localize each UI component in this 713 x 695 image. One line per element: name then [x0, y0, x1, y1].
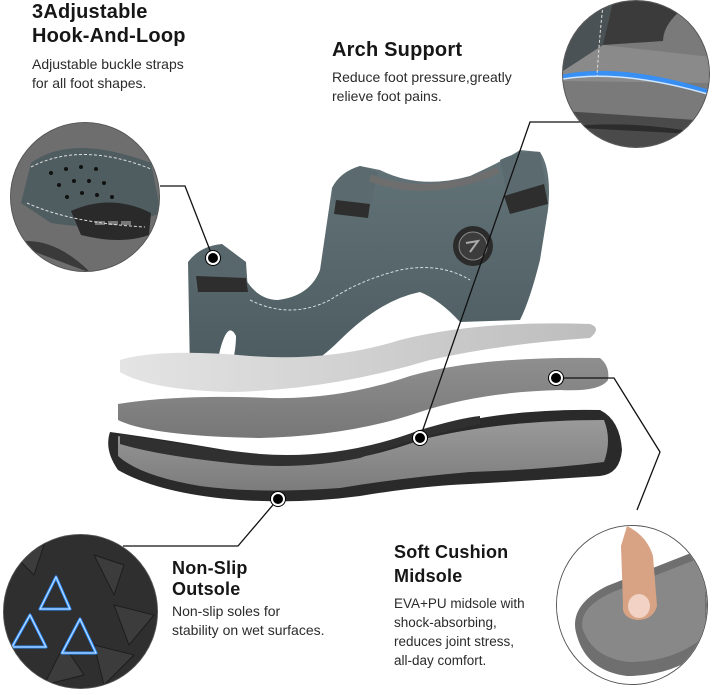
midsole-feature: Soft Cushion Midsole EVA+PU midsole with… [394, 540, 525, 670]
hook-loop-feature: 3Adjustable Hook-And-Loop Adjustable buc… [32, 0, 186, 93]
outsole-title-line2: Outsole [172, 579, 241, 599]
midsole-layer [118, 357, 609, 438]
hook-loop-desc-line2: for all foot shapes. [32, 75, 147, 91]
hook-loop-callout-dot [206, 251, 220, 265]
arch-support-desc-line2: relieve foot pains. [332, 88, 442, 104]
midsole-desc-line3: reduces joint stress, [394, 634, 515, 649]
midsole-title-line2: Midsole [394, 566, 463, 586]
strap-closeup-icon [10, 122, 160, 272]
midsole-desc-line1: EVA+PU midsole with [394, 596, 525, 611]
arch-closeup-icon [562, 0, 710, 148]
tread-closeup-icon [3, 534, 158, 689]
arch-support-feature: Arch Support Reduce foot pressure,greatl… [332, 38, 512, 106]
arch-support-desc-line1: Reduce foot pressure,greatly [332, 69, 512, 85]
midsole-callout-dot [549, 371, 563, 385]
outsole-title-line1: Non-Slip [172, 558, 248, 578]
midsole-desc-line2: shock-absorbing, [394, 615, 497, 630]
cushion-press-closeup-icon [556, 525, 708, 685]
outsole-desc-line2: stability on wet surfaces. [172, 622, 325, 638]
outsole-desc-line1: Non-slip soles for [172, 603, 281, 619]
arch-support-title: Arch Support [332, 39, 463, 61]
outsole-layer [108, 409, 622, 502]
hook-loop-desc-line1: Adjustable buckle straps [32, 56, 184, 72]
hook-loop-title-line1: 3Adjustable [32, 1, 148, 23]
midsole-desc-line4: all-day comfort. [394, 653, 487, 668]
arch-callout-dot [413, 431, 427, 445]
outsole-feature: Non-Slip Outsole Non-slip soles for stab… [172, 558, 325, 640]
outsole-callout-dot [271, 492, 285, 506]
insole-layer [120, 323, 596, 392]
midsole-title-line1: Soft Cushion [394, 542, 509, 562]
hook-loop-title-line2: Hook-And-Loop [32, 25, 186, 47]
